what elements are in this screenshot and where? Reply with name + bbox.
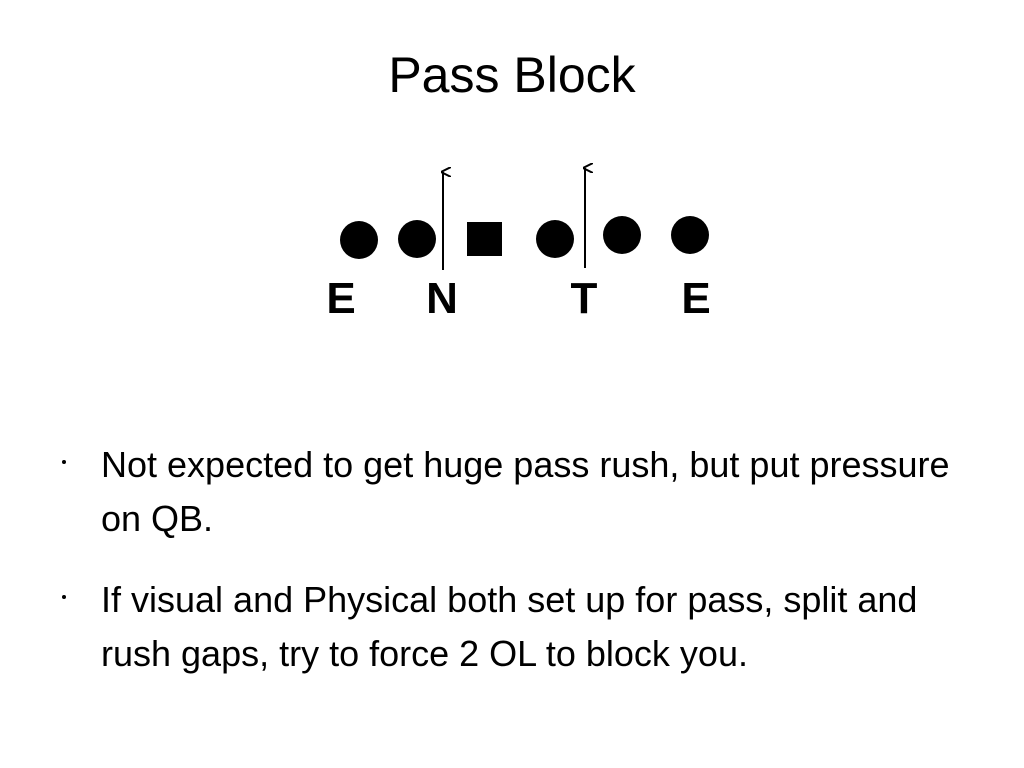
label-nose: N — [426, 274, 458, 323]
label-end-right: E — [681, 274, 710, 323]
bullet-dot-icon — [62, 595, 66, 599]
player-nose — [398, 220, 436, 258]
bullet-list: Not expected to get huge pass rush, but … — [56, 438, 966, 708]
player-guard-right — [603, 216, 641, 254]
bullet-text: Not expected to get huge pass rush, but … — [101, 444, 950, 539]
player-end-right — [671, 216, 709, 254]
bullet-text: If visual and Physical both set up for p… — [101, 579, 918, 674]
bullet-item: Not expected to get huge pass rush, but … — [56, 438, 966, 546]
player-tackle — [536, 220, 574, 258]
slide-title: Pass Block — [388, 47, 636, 103]
label-tackle: T — [571, 274, 598, 323]
bullet-dot-icon — [62, 460, 66, 464]
bullet-item: If visual and Physical both set up for p… — [56, 573, 966, 681]
player-center-square — [467, 222, 502, 256]
player-end-left — [340, 221, 378, 259]
label-end-left: E — [326, 274, 355, 323]
